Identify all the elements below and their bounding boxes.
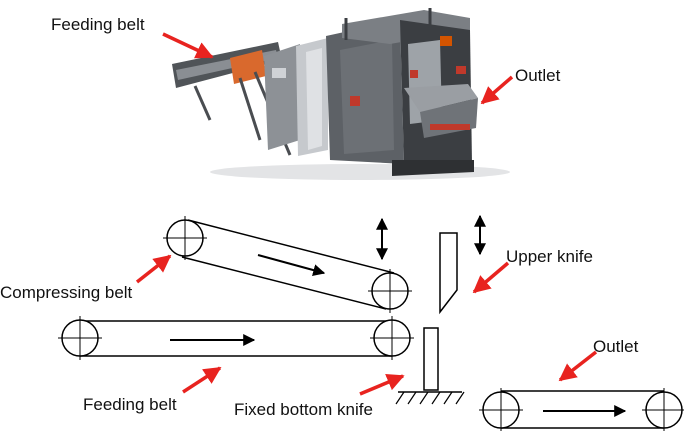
arrow-compressing-belt [135,254,172,284]
arrow-fixed-bottom-knife [359,374,405,396]
label-upper-knife: Upper knife [506,247,593,266]
feeding-belt [58,316,414,360]
label-top-feeding-belt: Feeding belt [51,15,145,34]
label-fixed-bottom-knife: Fixed bottom knife [234,400,373,419]
arrow-feeding-belt [182,366,222,394]
fixed-bottom-knife [395,327,465,405]
compressing-belt-roller-left [163,216,207,260]
compressing-belt [163,216,412,313]
label-feeding-belt: Feeding belt [83,395,177,414]
feeding-belt-roller-left [58,316,102,360]
arrow-top-outlet [480,75,514,105]
label-outlet: Outlet [593,337,639,356]
feeding-belt-roller-right [370,316,414,360]
label-top-outlet: Outlet [515,66,561,85]
machine-illustration [172,8,510,180]
outlet-belt-roller-right [642,388,684,431]
outlet-belt [479,388,684,431]
arrow-upper-knife [472,261,510,294]
label-compressing-belt: Compressing belt [0,283,133,302]
compressing-belt-roller-right [368,269,412,313]
compressing-belt-direction-arrow [257,254,326,276]
outlet-belt-roller-left [479,388,523,431]
arrow-top-feeding-belt [162,32,214,59]
arrow-outlet [558,350,598,382]
pointer-arrows [135,32,598,396]
upper-knife [439,232,458,315]
